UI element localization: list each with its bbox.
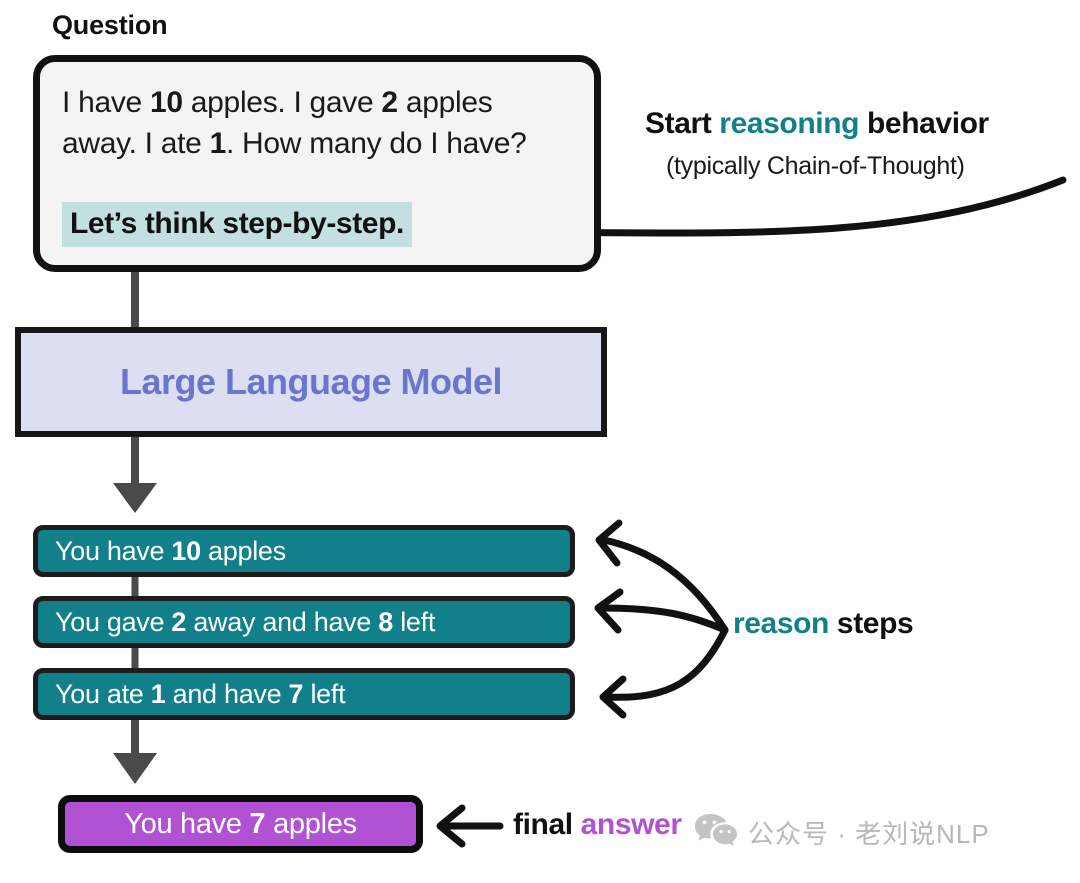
reason-arrowhead-2 bbox=[599, 675, 627, 719]
final-answer-label-pre: final bbox=[513, 808, 581, 841]
reason-arrow-0 bbox=[600, 536, 729, 634]
reason-arrowhead-0 bbox=[595, 519, 623, 567]
large-language-model-label: Large Language Model bbox=[119, 361, 503, 402]
final-number: 7 bbox=[249, 807, 266, 840]
question-text-part: away. I ate bbox=[62, 127, 210, 160]
reason-step-text: You ate 1 and have 7 left bbox=[38, 678, 346, 710]
callout-heading-highlight: reasoning bbox=[719, 107, 860, 140]
reason-arrow-2 bbox=[604, 626, 729, 701]
step-number: 1 bbox=[150, 678, 166, 709]
arrowhead-steps-to-final bbox=[113, 753, 157, 784]
step-text-pre: You have bbox=[55, 535, 172, 566]
step-number-2: 7 bbox=[288, 678, 304, 709]
step-text-mid: and have bbox=[165, 678, 289, 709]
question-text-part: . How many do I have? bbox=[225, 127, 527, 160]
arrowhead-model-to-steps bbox=[113, 483, 157, 513]
final-text-pre: You have bbox=[124, 807, 250, 840]
question-number-10: 10 bbox=[149, 86, 183, 119]
callout-heading-pre: Start bbox=[645, 107, 720, 140]
question-text: I have 10 apples. I gave 2 apples away. … bbox=[62, 82, 574, 164]
reason-steps-label: reason steps bbox=[733, 607, 914, 641]
step-text-pre: You ate bbox=[55, 678, 151, 709]
final-text-post: apples bbox=[265, 807, 357, 840]
step-number: 2 bbox=[171, 606, 187, 637]
step-text-pre: You gave bbox=[55, 606, 172, 637]
reason-step-box: You have 10 apples bbox=[33, 525, 575, 577]
reason-step-box: You gave 2 away and have 8 left bbox=[33, 596, 575, 648]
final-answer-box: You have 7 apples bbox=[58, 795, 423, 853]
step-number-2: 8 bbox=[378, 606, 393, 637]
question-hint-wrapper: Let’s think step-by-step. bbox=[62, 202, 412, 247]
reason-arrow-1 bbox=[598, 604, 729, 634]
question-text-part: apples. I gave bbox=[182, 86, 382, 119]
final-answer-label-highlight: answer bbox=[580, 808, 682, 841]
question-number-2: 2 bbox=[381, 86, 398, 119]
question-text-part: apples bbox=[397, 86, 493, 119]
large-language-model-box: Large Language Model bbox=[15, 327, 607, 437]
final-answer-arrowhead bbox=[436, 804, 466, 848]
final-answer-text: You have 7 apples bbox=[124, 808, 357, 841]
step-text-post: apples bbox=[200, 535, 286, 566]
wechat-icon bbox=[694, 812, 738, 853]
watermark: 公众号 · 老刘说NLP bbox=[694, 812, 990, 853]
reason-steps-label-highlight: reason bbox=[733, 607, 829, 640]
reason-step-text: You gave 2 away and have 8 left bbox=[38, 607, 435, 638]
reason-steps-label-post: steps bbox=[828, 607, 914, 640]
final-answer-label: final answer bbox=[513, 808, 682, 842]
question-text-part: I have bbox=[62, 86, 150, 119]
step-text-post: left bbox=[303, 678, 346, 709]
step-number: 10 bbox=[171, 535, 201, 566]
step-text-mid: away and have bbox=[186, 606, 379, 637]
callout-subtext: (typically Chain-of-Thought) bbox=[666, 152, 965, 180]
reason-arrowhead-1 bbox=[594, 588, 624, 634]
cot-trigger-highlight: Let’s think step-by-step. bbox=[62, 202, 412, 247]
step-text-post: left bbox=[393, 606, 436, 637]
question-number-1: 1 bbox=[209, 127, 227, 160]
reason-step-text: You have 10 apples bbox=[38, 536, 286, 567]
callout-heading-post: behavior bbox=[859, 107, 989, 140]
callout-heading: Start reasoning behavior bbox=[645, 107, 989, 141]
question-box: I have 10 apples. I gave 2 apples away. … bbox=[33, 55, 601, 272]
reason-step-box: You ate 1 and have 7 left bbox=[33, 668, 575, 720]
watermark-text: 公众号 · 老刘说NLP bbox=[748, 819, 990, 849]
question-label: Question bbox=[52, 10, 168, 40]
